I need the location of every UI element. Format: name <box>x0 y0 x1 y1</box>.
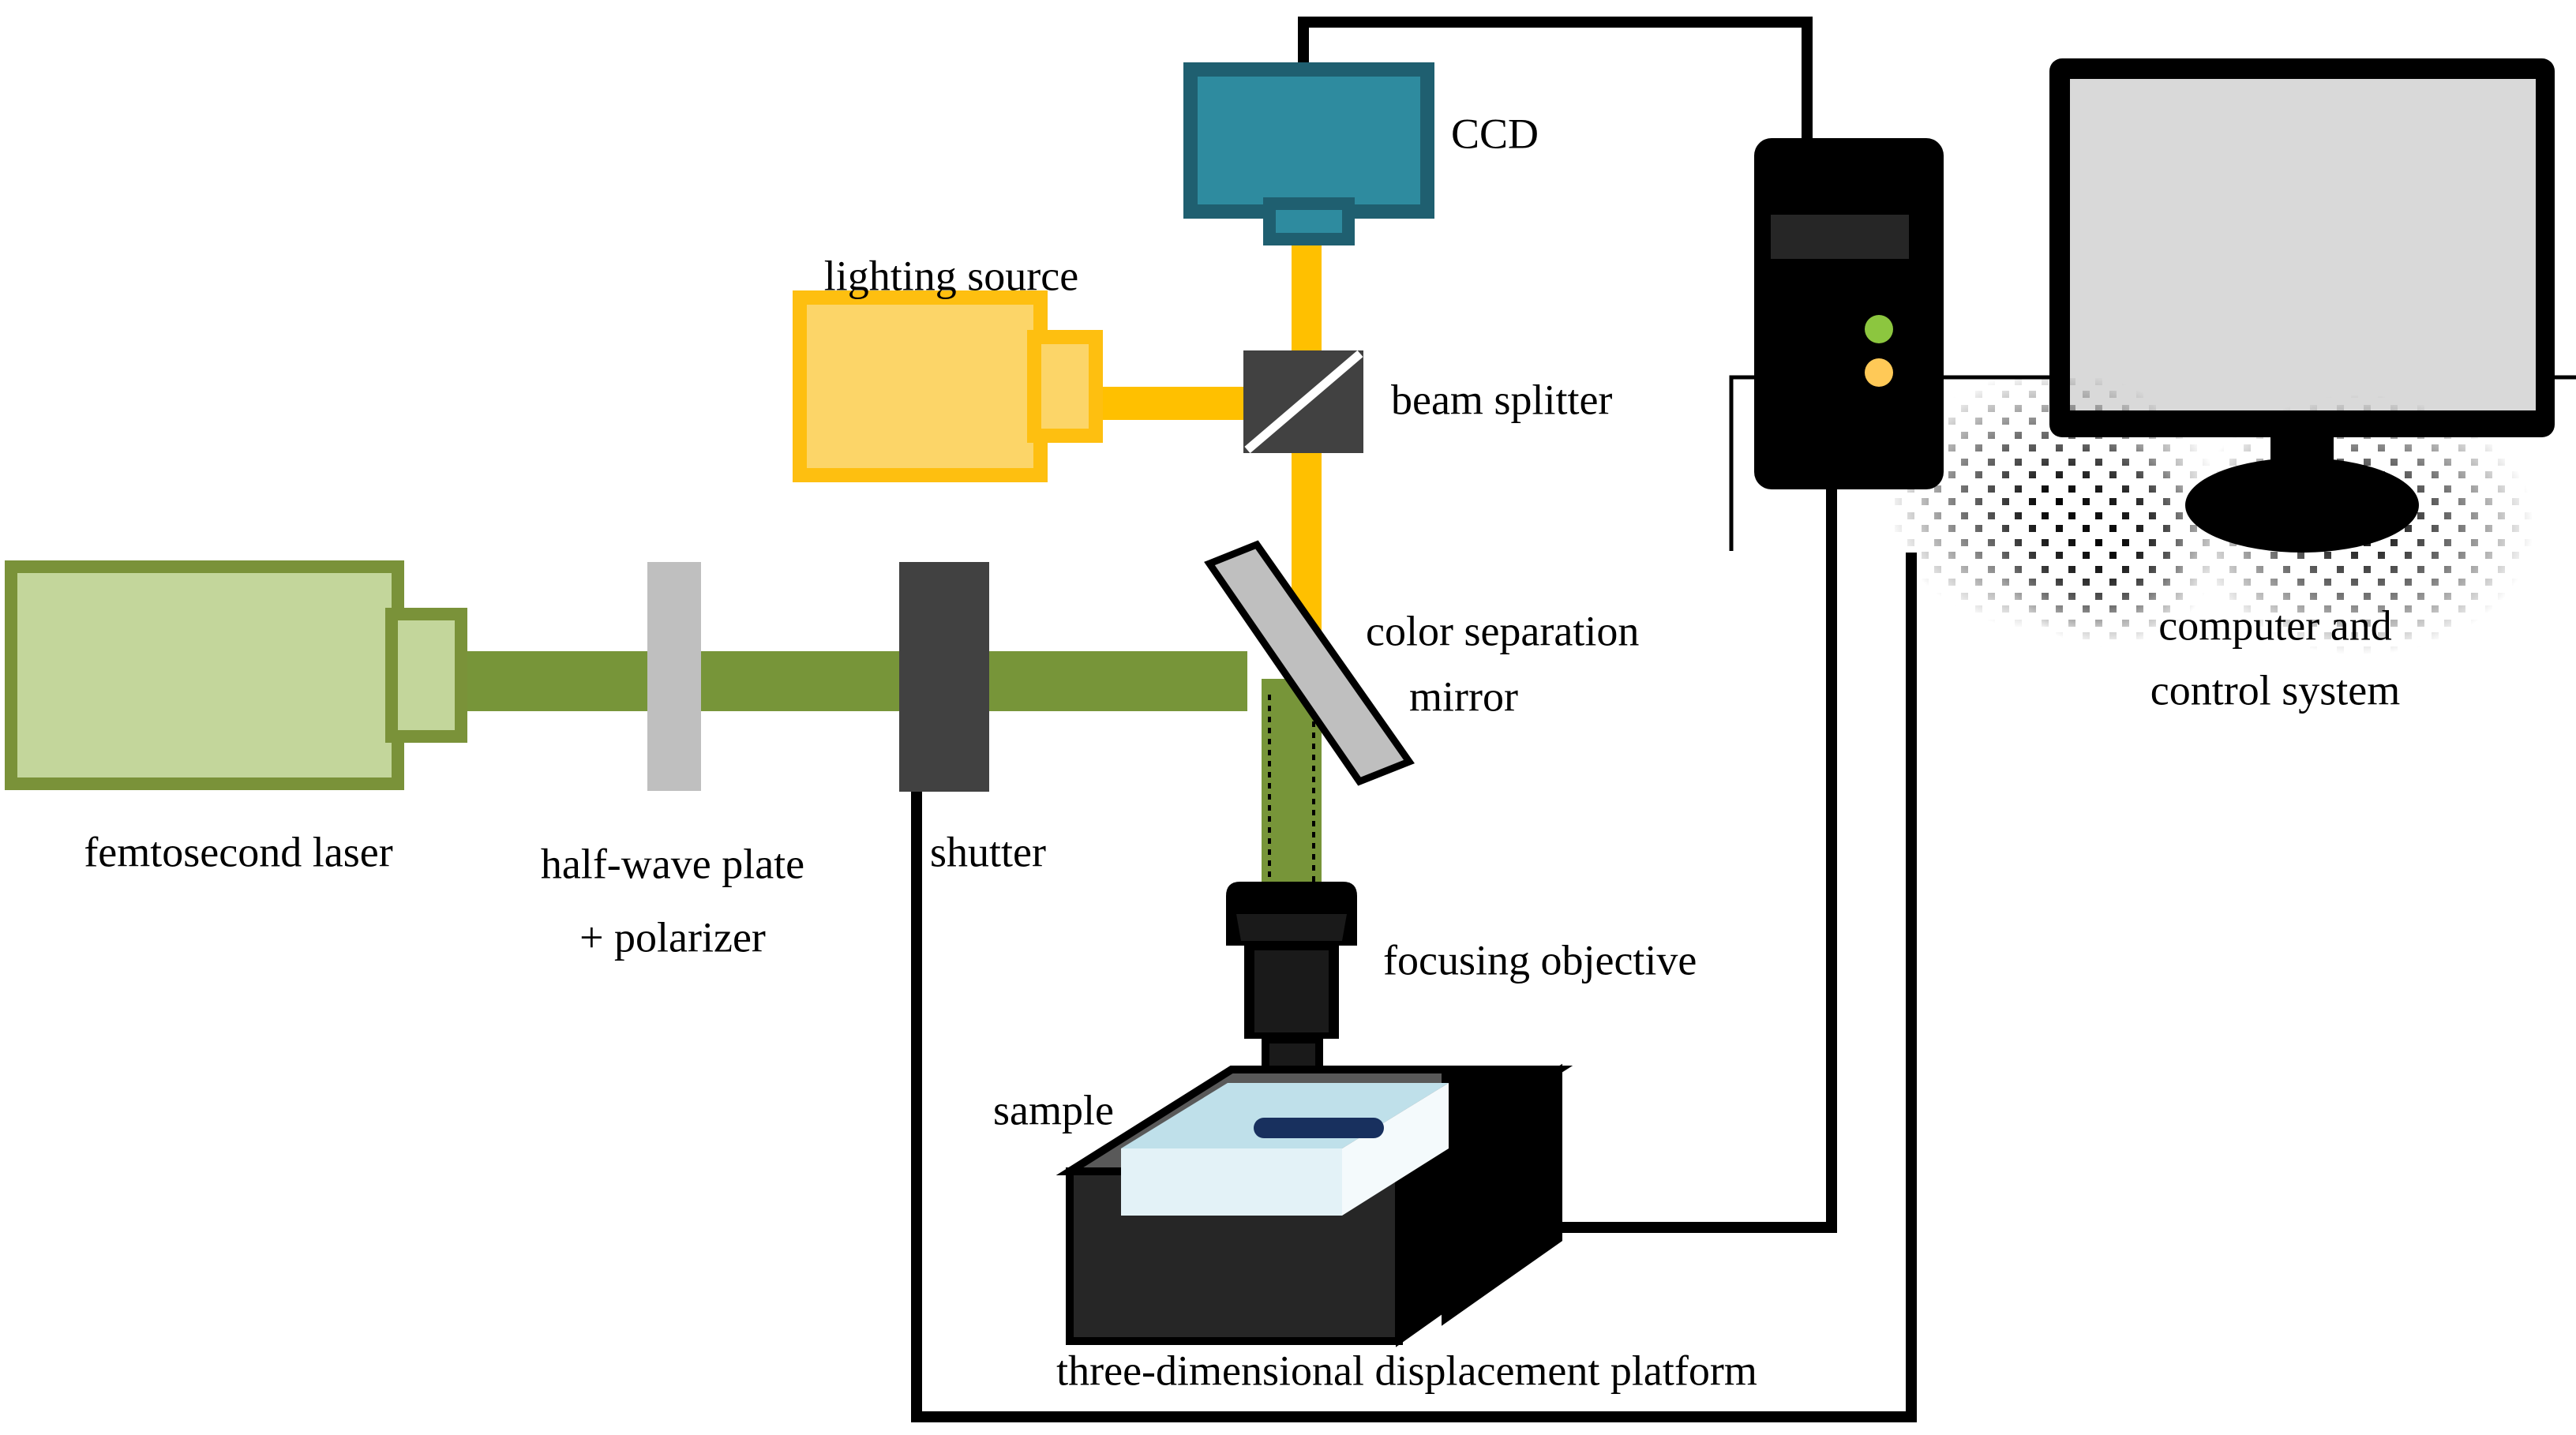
sample[interactable] <box>1121 1083 1449 1216</box>
label-computer-line2: control system <box>2150 666 2400 714</box>
label-focusing-objective: focusing objective <box>1383 936 1697 984</box>
activity-led-amber <box>1865 358 1893 387</box>
label-shutter: shutter <box>930 828 1046 875</box>
optical-axis-guides <box>1268 695 1315 916</box>
half-wave-plate-polarizer[interactable] <box>647 562 701 791</box>
label-color-separation-mirror-line1: color separation <box>1366 607 1639 654</box>
monitor[interactable] <box>2049 58 2555 553</box>
label-ccd: CCD <box>1451 110 1539 157</box>
beam-splitter[interactable] <box>1243 350 1363 454</box>
shutter[interactable] <box>899 562 989 792</box>
label-femtosecond-laser: femtosecond laser <box>84 828 392 875</box>
diagram-labels: femtosecond laser half-wave plate + pola… <box>84 110 2400 1394</box>
femtosecond-laser-beam <box>387 651 1322 1152</box>
label-beam-splitter: beam splitter <box>1391 376 1612 423</box>
label-sample: sample <box>993 1086 1114 1133</box>
label-half-wave-plate-line2: + polarizer <box>579 913 766 961</box>
label-platform: three-dimensional displacement platform <box>1056 1347 1757 1394</box>
label-half-wave-plate-line1: half-wave plate <box>541 840 804 887</box>
lighting-source[interactable] <box>793 290 1103 482</box>
desk-speckle-texture <box>1887 371 2534 655</box>
femtosecond-laser[interactable] <box>5 560 467 790</box>
label-computer-line1: computer and <box>2158 601 2391 649</box>
ccd-camera[interactable] <box>1183 62 1434 245</box>
label-color-separation-mirror-line2: mirror <box>1409 673 1518 720</box>
label-lighting-source: lighting source <box>824 252 1078 299</box>
power-led-green <box>1865 315 1893 343</box>
platform-to-computer-wire <box>1504 489 1837 1233</box>
shutter-to-computer-wire <box>911 553 1917 1422</box>
color-separation-mirror[interactable] <box>1204 540 1415 786</box>
